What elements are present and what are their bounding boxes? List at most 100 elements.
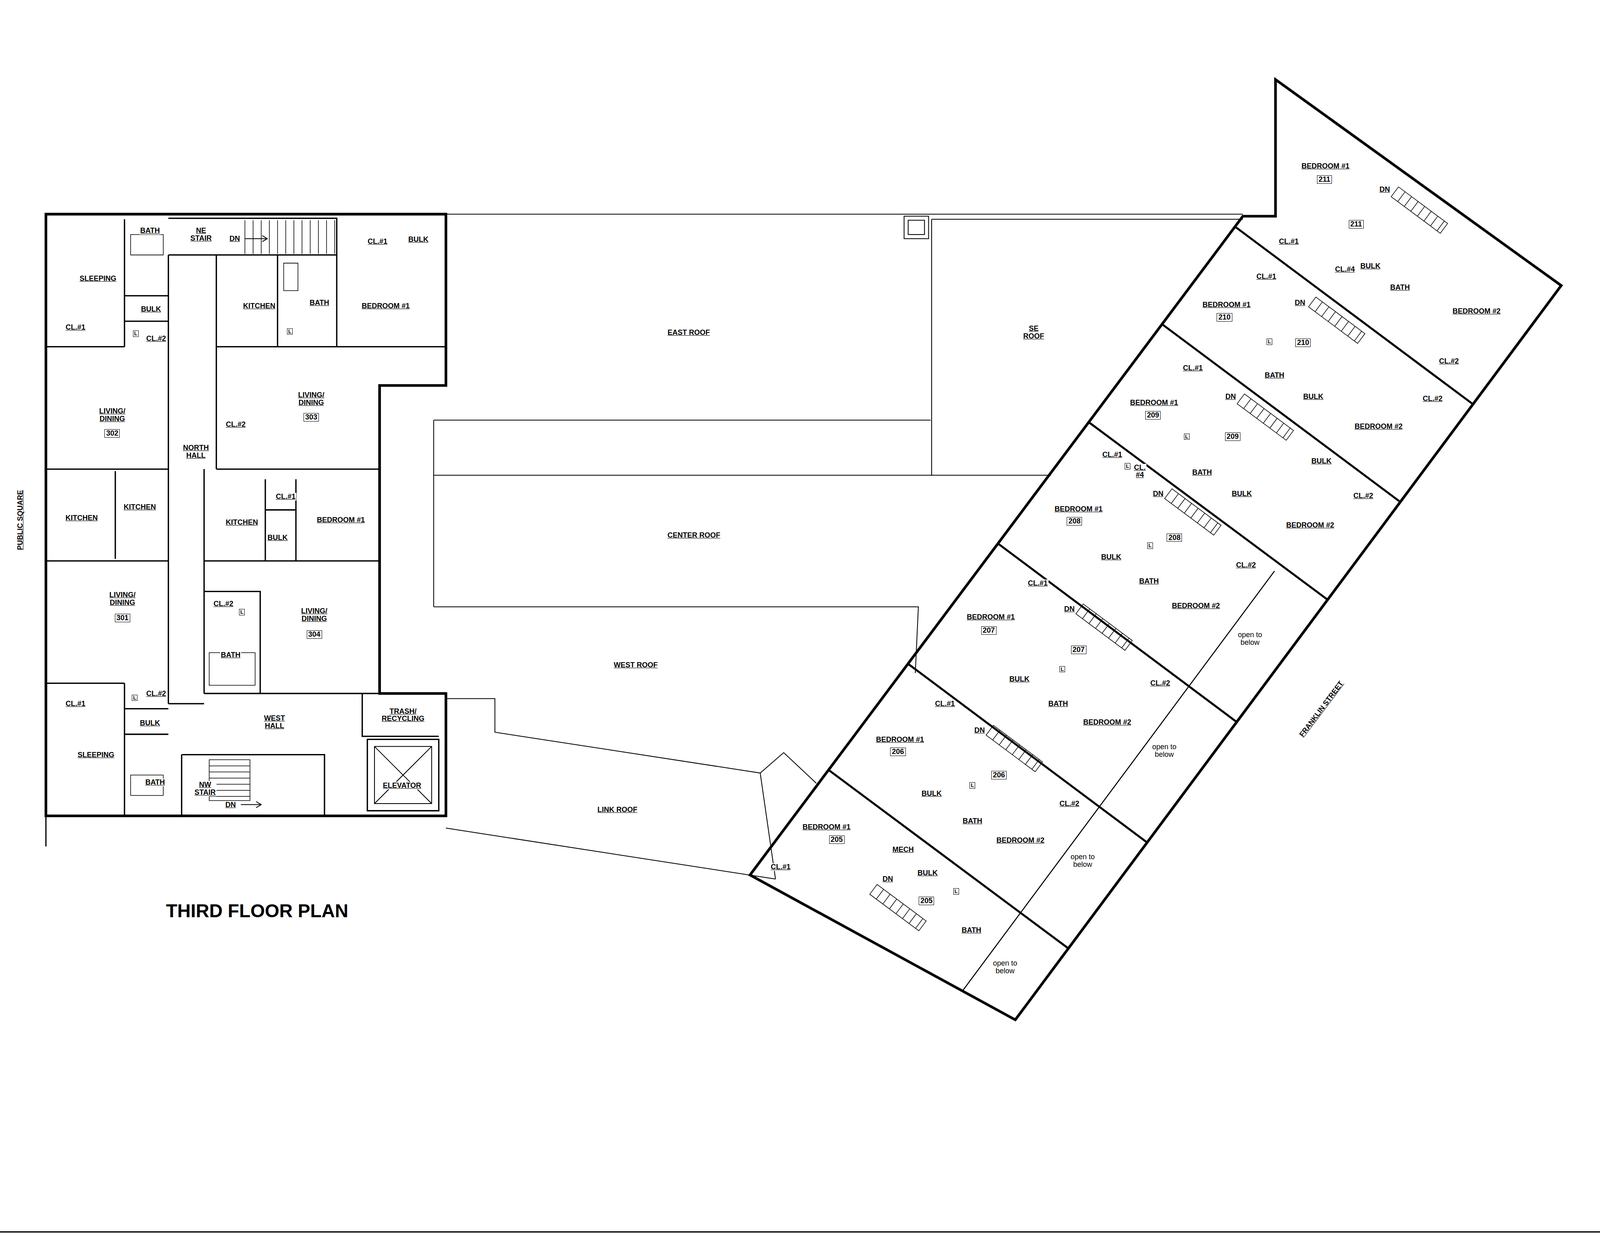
room-label: KITCHEN: [122, 503, 157, 512]
room-label: BULK: [407, 235, 430, 244]
room-label: DN: [973, 726, 986, 735]
room-label: CL.#2: [145, 690, 167, 698]
stair-treads: [1308, 297, 1365, 344]
room-label: BATH: [1389, 283, 1411, 292]
stair-treads: [1164, 488, 1222, 536]
room-label: LIVING/ DINING: [108, 591, 137, 607]
room-label: BEDROOM #2: [1353, 422, 1404, 431]
room-label: LIVING/ DINING: [98, 407, 127, 423]
exterior-wall: [749, 79, 1561, 1020]
unit-number: 304: [306, 630, 323, 639]
party-wall: [828, 226, 1473, 949]
room-label: SE ROOF: [1022, 324, 1045, 341]
room-label: BEDROOM #1: [360, 302, 411, 311]
room-label: BULK: [1310, 457, 1333, 466]
roof-outline: [433, 214, 1243, 880]
unit-number: 301: [114, 613, 131, 623]
fixture-mark: L: [1266, 338, 1273, 346]
room-label: BATH: [961, 817, 984, 826]
room-label: KITCHEN: [242, 302, 277, 311]
stair-treads: [1075, 604, 1133, 651]
room-label: BATH: [1047, 700, 1070, 708]
unit-number: 205: [918, 896, 935, 906]
room-label: EAST ROOF: [666, 328, 711, 337]
room-label: ELEVATOR: [382, 782, 423, 790]
stair-treads: [986, 725, 1043, 772]
room-label: BULK: [1008, 675, 1031, 684]
room-label: KITCHEN: [224, 518, 259, 527]
room-label: CL.#1: [274, 493, 297, 501]
room-label: NW STAIR: [193, 781, 217, 797]
bath-fixtures: [130, 234, 298, 796]
room-label: BEDROOM #2: [1082, 718, 1132, 727]
room-label: CL.#1: [1027, 579, 1049, 588]
room-label: CL.#2: [1421, 395, 1444, 403]
room-label: LIVING/ DINING: [300, 607, 329, 623]
fixture-mark: L: [239, 609, 245, 616]
room-label: LINK ROOF: [596, 806, 639, 814]
interior-wall: [962, 571, 1275, 992]
stair-symbol: [869, 187, 1448, 932]
room-label: BEDROOM #1: [875, 736, 925, 744]
unit-number: 206: [991, 771, 1007, 780]
room-label: CL.#1: [934, 700, 956, 708]
room-label: SLEEPING: [76, 751, 115, 760]
room-label: BATH: [139, 226, 161, 235]
unit-number: 206: [890, 747, 906, 757]
room-label: CL.#2: [145, 334, 167, 343]
room-label: CL.#1: [366, 237, 389, 246]
room-label: CL.#2: [1058, 800, 1080, 808]
room-label: CL.#1: [64, 700, 87, 708]
fixture-mark: L: [953, 888, 960, 895]
roof-hatch: [904, 216, 929, 239]
plan-title: THIRD FLOOR PLAN: [166, 900, 349, 922]
room-label: BEDROOM #2: [995, 836, 1046, 845]
fixture-mark: L: [1147, 542, 1153, 550]
fixture-mark: L: [969, 782, 976, 789]
exterior-wall: [45, 214, 446, 816]
room-label: CL.#1: [1182, 364, 1204, 373]
room-label: MECH: [891, 846, 915, 854]
unit-number: 211: [1317, 175, 1332, 184]
unit-number: 210: [1216, 313, 1232, 322]
unit-number: 208: [1166, 533, 1182, 543]
room-label: BEDROOM #1: [1053, 505, 1104, 514]
room-label: BEDROOM #1: [1129, 399, 1179, 407]
room-label: CL. #4: [1133, 463, 1147, 480]
room-label: BATH: [1263, 371, 1286, 380]
unit-number: 207: [981, 626, 997, 635]
room-label: WEST HALL: [263, 714, 286, 731]
room-label: WEST ROOF: [612, 661, 659, 670]
room-label: CL.#2: [212, 600, 235, 608]
fixture-mark: L: [133, 330, 139, 338]
room-label: BATH: [960, 926, 983, 935]
room-label: DN: [1224, 393, 1237, 401]
room-label: BATH: [1191, 468, 1213, 477]
unit-number: 303: [303, 413, 319, 422]
room-label: CL.#1: [1101, 451, 1124, 459]
room-label: DN: [1063, 605, 1076, 614]
plan-lines: [0, 79, 1600, 1232]
room-label: BULK: [266, 534, 289, 542]
room-label: BULK: [1100, 553, 1123, 562]
room-label: BATH: [308, 299, 331, 307]
room-label: DN: [228, 235, 241, 243]
unit-number: 209: [1145, 411, 1161, 420]
room-label: CL.#2: [1352, 492, 1374, 500]
room-label: BULK: [920, 790, 943, 798]
room-label: DN: [1294, 299, 1307, 307]
fixture-mark: L: [1124, 463, 1131, 470]
unit-number: 209: [1225, 432, 1241, 442]
room-label: CL.#2: [1235, 561, 1257, 570]
room-label: BEDROOM #2: [1171, 602, 1221, 610]
room-note: open to below: [1233, 631, 1267, 647]
elevator-symbol: [374, 746, 432, 804]
room-label: DN: [1152, 490, 1165, 498]
room-label: CL.#1: [1255, 272, 1278, 281]
room-note: open to below: [1066, 853, 1099, 869]
room-label: CL.#1: [64, 323, 87, 332]
room-label: BULK: [916, 869, 939, 878]
interior-wall: [45, 218, 446, 817]
